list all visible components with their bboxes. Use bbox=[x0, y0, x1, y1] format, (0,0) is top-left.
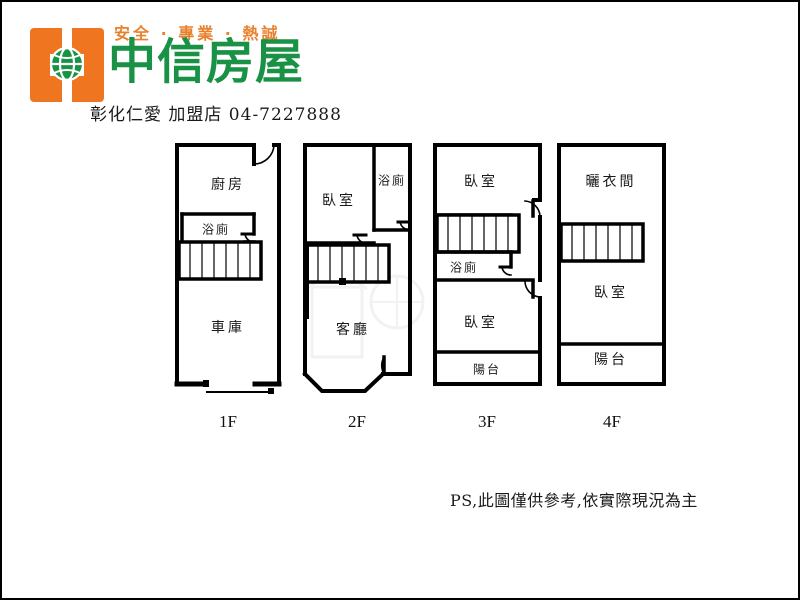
disclaimer-note: PS,此圖僅供參考,依實際現況為主 bbox=[450, 491, 698, 510]
globe-icon bbox=[49, 46, 85, 82]
room-label-1f-bathroom: 浴廁 bbox=[201, 222, 231, 237]
floor-plan-4f bbox=[557, 143, 666, 386]
floor-caption-4f: 4F bbox=[603, 412, 621, 431]
floor-plan-2f bbox=[302, 143, 412, 393]
room-label-3f-bedroom-rear: 臥室 bbox=[464, 315, 498, 331]
company-logo-icon bbox=[30, 28, 104, 102]
floor-plan-1f bbox=[174, 143, 282, 394]
brand-branch-contact: 彰化仁愛 加盟店 04-7227888 bbox=[90, 105, 342, 125]
room-label-4f-balcony: 陽台 bbox=[594, 352, 628, 368]
room-label-1f-garage: 車庫 bbox=[211, 320, 245, 336]
floor-caption-3f: 3F bbox=[478, 412, 496, 431]
floor-plan-3f bbox=[433, 143, 542, 386]
room-label-3f-bathroom: 浴廁 bbox=[449, 260, 479, 275]
brand-name: 中信房屋 bbox=[108, 34, 305, 90]
room-label-3f-balcony: 陽台 bbox=[472, 362, 502, 377]
brand-slogan: 安全 · 專業 · 熱誠 bbox=[114, 24, 281, 43]
floor-caption-1f: 1F bbox=[219, 412, 237, 431]
room-label-4f-drying-room: 曬衣間 bbox=[585, 174, 637, 190]
floor-caption-2f: 2F bbox=[348, 412, 366, 431]
room-label-4f-bedroom: 臥室 bbox=[594, 285, 628, 301]
room-label-2f-bathroom: 浴廁 bbox=[377, 173, 407, 188]
room-label-1f-kitchen: 廚房 bbox=[211, 177, 245, 193]
room-label-3f-bedroom-front: 臥室 bbox=[464, 174, 498, 190]
room-label-2f-living-room: 客廳 bbox=[336, 322, 370, 338]
brand-header: 安全 · 專業 · 熱誠 中信房屋 彰化仁愛 加盟店 04-7227888 bbox=[30, 16, 360, 128]
room-label-2f-bedroom: 臥室 bbox=[322, 193, 356, 209]
